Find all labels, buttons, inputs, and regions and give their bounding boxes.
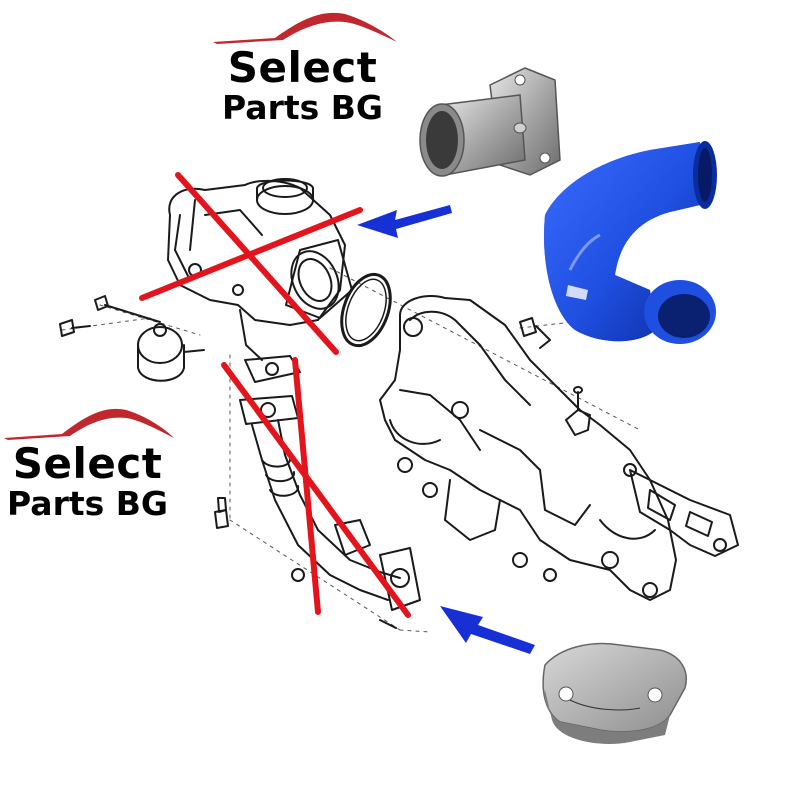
logo-word-select: Select: [227, 43, 378, 92]
egr-actuator-icon: [137, 323, 205, 382]
o-ring-icon: [340, 272, 392, 348]
arrow-icon: [357, 205, 452, 238]
exhaust-manifold-icon: [379, 295, 677, 601]
logo-word-parts-bg: Parts BG: [7, 484, 168, 523]
logo-word-parts-bg: Parts BG: [222, 88, 383, 127]
manifold-gasket-icon: [629, 469, 739, 557]
bolt-icon: [59, 295, 551, 529]
egr-valve-icon: [167, 178, 353, 361]
logo-word-select: Select: [12, 439, 163, 488]
cross-out-icon: [139, 207, 363, 301]
arrow-icon: [440, 606, 535, 654]
cross-out-icon: [175, 172, 339, 355]
logo-roof-icon: [4, 408, 174, 440]
assembly-guide-lines: [61, 267, 641, 633]
cross-out-icon: [292, 357, 321, 615]
brand-logo-top: Select Parts BG: [205, 6, 400, 126]
logo-roof-icon: [213, 12, 397, 44]
brand-logo-left: Select Parts BG: [0, 402, 175, 522]
cross-out-icon: [221, 362, 411, 618]
